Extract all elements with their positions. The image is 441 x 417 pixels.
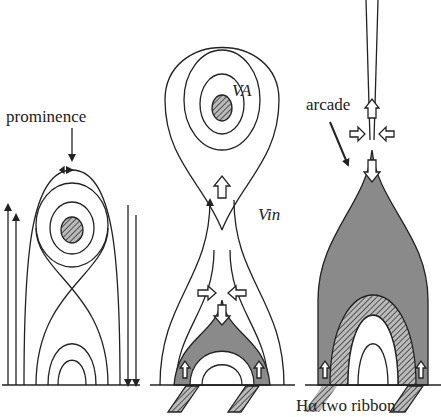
ribbon-label: Hα two ribbon <box>296 397 396 414</box>
arcade-label: arcade <box>306 96 350 113</box>
prominence-label: prominence <box>6 108 86 125</box>
velocity-label: VA <box>232 82 252 99</box>
velocity-label: Vin <box>258 206 280 223</box>
